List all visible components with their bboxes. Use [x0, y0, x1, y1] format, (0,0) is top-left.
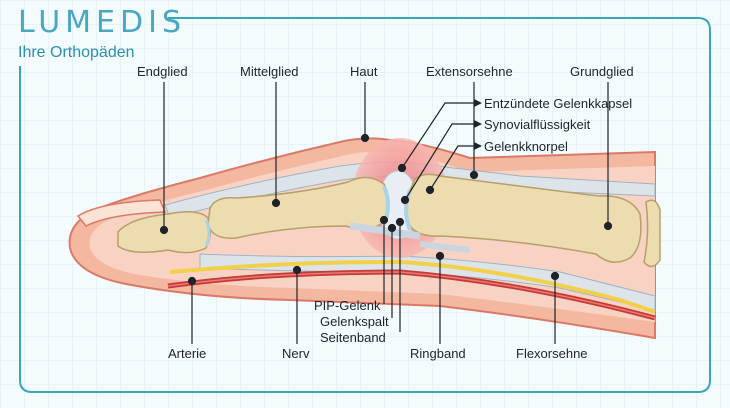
label-nerv: Nerv: [282, 346, 309, 361]
label-flexorsehne: Flexorsehne: [516, 346, 588, 361]
label-endglied: Endglied: [137, 64, 188, 79]
label-gelenkspalt: Gelenkspalt: [320, 314, 389, 329]
brand-tagline: Ihre Orthopäden: [18, 44, 186, 62]
label-synovialfluessigkeit: Synovialflüssigkeit: [484, 117, 590, 132]
label-pip-gelenk: PIP-Gelenk: [314, 298, 380, 313]
label-entzuendete-gelenkkapsel: Entzündete Gelenkkapsel: [484, 96, 632, 111]
label-ringband: Ringband: [410, 346, 466, 361]
label-gelenkknorpel: Gelenkknorpel: [484, 139, 568, 154]
brand-logo: LUMEDIS Ihre Orthopäden: [18, 6, 186, 62]
label-grundglied: Grundglied: [570, 64, 634, 79]
label-arterie: Arterie: [168, 346, 206, 361]
brand-name: LUMEDIS: [18, 6, 186, 40]
label-extensorsehne: Extensorsehne: [426, 64, 513, 79]
label-seitenband: Seitenband: [320, 330, 386, 345]
label-haut: Haut: [350, 64, 377, 79]
label-mittelglied: Mittelglied: [240, 64, 299, 79]
